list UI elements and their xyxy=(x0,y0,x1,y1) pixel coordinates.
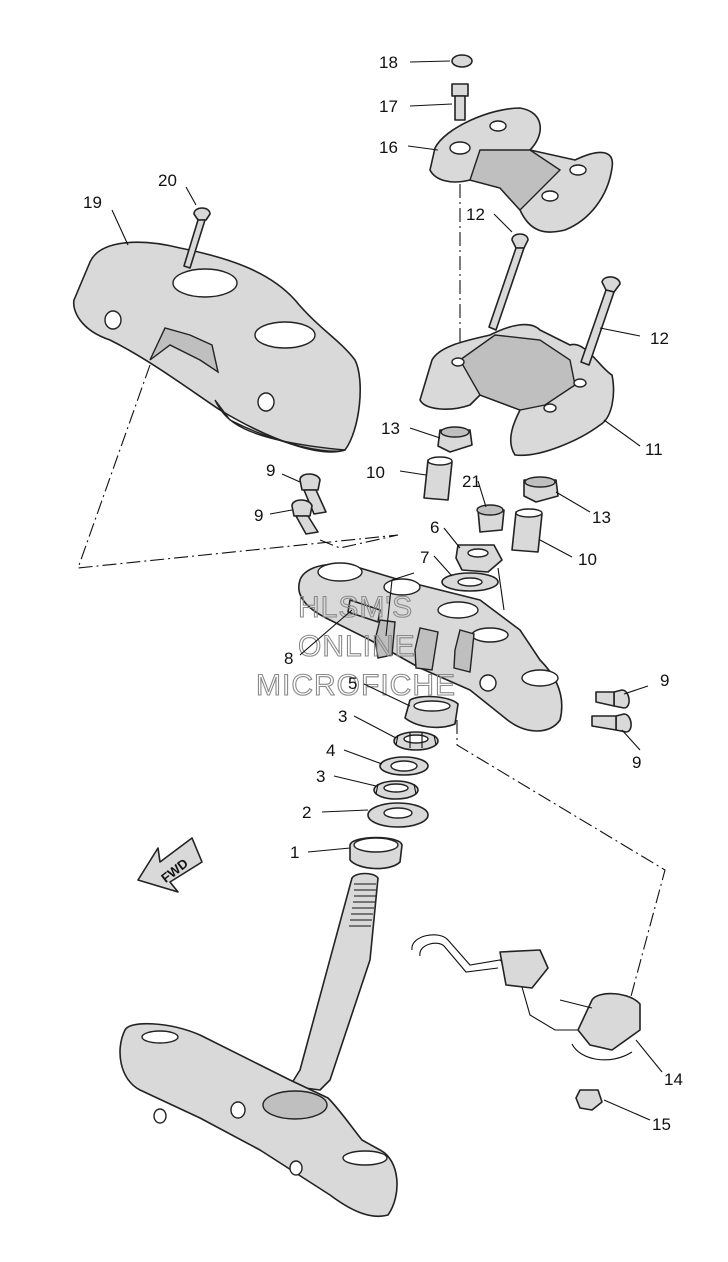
callout-9-d: 9 xyxy=(632,753,641,772)
watermark-line-3: MICROFICHE xyxy=(256,669,456,702)
fwd-arrow: FWD xyxy=(137,837,203,893)
hose-guide xyxy=(411,934,641,1061)
callout-17: 17 xyxy=(379,97,398,116)
cover-screw xyxy=(183,207,211,269)
callout-9-b: 9 xyxy=(254,506,263,525)
callout-8: 8 xyxy=(284,649,293,668)
callout-12-a: 12 xyxy=(466,205,485,224)
watermark-line-2: ONLINE xyxy=(298,630,416,663)
ring-nut-lower xyxy=(373,780,419,800)
callout-7: 7 xyxy=(420,548,429,567)
dust-seal xyxy=(367,802,429,828)
callout-21: 21 xyxy=(462,472,481,491)
callout-9-a: 9 xyxy=(266,461,275,480)
under-bracket-stem xyxy=(119,872,398,1218)
steering-nut xyxy=(455,544,503,573)
pinch-bolts xyxy=(291,473,632,733)
callout-14: 14 xyxy=(664,1070,683,1089)
callout-3-upper: 3 xyxy=(338,707,347,726)
callout-2: 2 xyxy=(302,803,311,822)
watermark-line-1: HLSM'S xyxy=(298,591,413,624)
cap-plug xyxy=(451,54,473,68)
callout-13-b: 13 xyxy=(592,508,611,527)
callout-18: 18 xyxy=(379,53,398,72)
callout-15: 15 xyxy=(652,1115,671,1134)
long-bolts xyxy=(488,233,621,366)
leader-lines xyxy=(111,60,663,1121)
bearing xyxy=(349,836,403,870)
dampers xyxy=(423,456,543,553)
ring-nut-upper xyxy=(393,731,439,751)
callout-12-b: 12 xyxy=(650,329,669,348)
watermark: HLSM'S ONLINE MICROFICHE xyxy=(255,590,456,702)
upper-holder-cap xyxy=(429,107,614,233)
guide-lines xyxy=(77,160,666,1001)
collar xyxy=(476,504,505,533)
callout-11: 11 xyxy=(645,440,663,459)
callout-10-b: 10 xyxy=(578,550,597,569)
callout-10-a: 10 xyxy=(366,463,385,482)
callouts: 1 2 3 3 4 5 6 7 8 9 9 9 9 10 10 11 12 12… xyxy=(83,53,683,1134)
callout-16: 16 xyxy=(379,138,398,157)
callout-6: 6 xyxy=(430,518,439,537)
cap-bolt xyxy=(451,83,469,121)
handlebar-cover xyxy=(72,241,361,453)
callout-13-a: 13 xyxy=(381,419,400,438)
holder-nuts xyxy=(437,426,559,503)
lock-washer xyxy=(379,756,429,776)
bracket-pinch-bolt xyxy=(347,599,381,623)
callout-3-lower: 3 xyxy=(316,767,325,786)
callout-5: 5 xyxy=(348,674,357,693)
bearing-cover xyxy=(404,695,459,729)
washer xyxy=(441,572,499,592)
callout-1: 1 xyxy=(290,843,299,862)
callout-9-c: 9 xyxy=(660,671,669,690)
callout-4: 4 xyxy=(326,741,335,760)
callout-20: 20 xyxy=(158,171,177,190)
hose-guide-nut xyxy=(575,1089,603,1111)
lower-holder xyxy=(419,323,615,457)
callout-19: 19 xyxy=(83,193,102,212)
